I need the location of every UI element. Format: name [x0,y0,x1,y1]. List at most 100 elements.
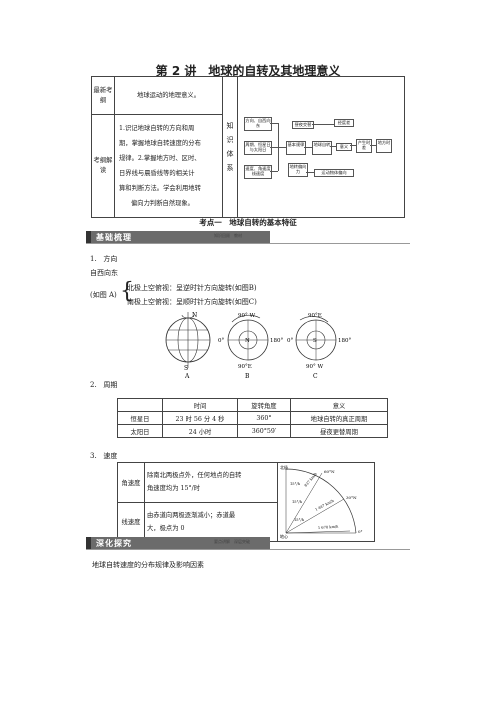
knowledge-char-2: 识 [226,136,234,144]
latest-text: 地球运动的地理意义。 [137,91,200,99]
speed-fig-center: 地心 [280,533,288,539]
kaogang-label-cell: 考纲解读 [91,114,115,218]
kaogang-line: 偏向力判断自然现象。 [131,200,194,208]
speed-fig-0: 0° [358,529,363,534]
speed-fig-v2: 1 447 km/h [315,498,336,511]
banner-basics-label: 基础梳理 [96,233,132,242]
table-row: 太阳日 24 小时 360°59′ 昼夜更替周期 [117,424,388,438]
period-header-row: 时间 旋转角度 意义 [117,398,388,412]
sec1-prefix: (如图 A) [90,291,117,299]
kaogang-line: 规律。2.掌握地方时、区时、 [119,155,201,163]
banner-basics-sub: 知识回顾 教材 [214,233,242,238]
fig-c-left: 0° [287,338,293,344]
latest-text-cell: 地球运动的地理意义。 [114,75,223,116]
outline-table: 最新考纲 地球运动的地理意义。 知 识 体 系 方向、自西向东 周期、恒星日与太… [91,75,405,218]
sec3-num: 3. [90,452,97,460]
fig-b-center: N [245,338,250,344]
fig-c-label: C [313,373,318,380]
sec1-line1: 自西向东 [90,269,118,277]
kaodian-title: 考点一 地球自转的基本特征 [199,218,297,227]
fig-b-label: B [245,373,250,380]
period-cell: 360°59′ [237,424,291,438]
sec1-num: 1. [90,255,97,263]
kaogang-line: 期，掌握地球自转速度的分布 [119,140,201,148]
kaogang-line: 1.识记地球自转的方向和周 [119,125,195,133]
sec2-num: 2. [90,381,97,389]
speed-fig-v3: 1 670 km/h [318,525,339,530]
brace: { [120,279,134,304]
mindmap-node-deflection: 运动物体偏向 [314,169,354,177]
kaogang-text: 1.识记地球自转的方向和周 期，掌握地球自转速度的分布 规律。2.掌握地方时、区… [119,121,222,211]
period-header [117,398,163,412]
rotation-figures: N S A 90° W 0° 180° 90°E N B 90°E 0° 180… [165,312,351,380]
mindmap-node-direction: 方向、自西向东 [244,117,272,131]
fig-b-top: 90° W [238,313,255,319]
speed-figure-cell: 北极 地心 60°N 30°N 0° 15°/h 15°/h 15°/h 837… [277,462,375,542]
mindmap-node-speed: 速度、角速度线速度 [244,165,272,179]
period-cell: 恒星日 [117,411,163,425]
mindmap-node-timediff: 产生时差 [356,139,372,153]
knowledge-char-1: 知 [226,122,234,130]
mindmap-node-meaning: 意义 [336,143,352,151]
angular-text-2: 角速度均为 15°/时 [147,485,201,493]
fig-b-bottom: 90°E [238,364,252,370]
period-cell: 太阳日 [117,424,163,438]
banner-deep-label: 深化探究 [96,539,132,548]
sec2-heading: 2. 周期 [90,380,117,390]
fig-a-n: N [192,312,197,319]
banner-deep: 深化探究 [86,537,270,549]
knowledge-char-3: 体 [226,150,234,158]
fig-a-s: S [184,365,188,372]
sec1-north: 北极上空俯视：呈逆时针方向旋转(如图B) [127,284,257,292]
linear-text-cell: 由赤道向两极逐渐减小；赤道最 大，极点为 0 [144,501,278,542]
angular-text-1: 除南北两极点外，任何地点的自转 [147,472,242,480]
period-table: 时间 旋转角度 意义 恒星日 23 时 56 分 4 秒 360° 地球自转的真… [117,398,388,438]
kaogang-label: 考纲解读 [93,157,113,175]
sec3-heading: 3. 速度 [90,451,117,461]
banner-basics: 基础梳理 [86,231,270,243]
fig-b-left: 0° [218,338,224,344]
table-row: 恒星日 23 时 56 分 4 秒 360° 地球自转的真正周期 [117,411,388,425]
angular-text-cell: 除南北两极点外，任何地点的自转 角速度均为 15°/时 [144,462,278,503]
period-header: 旋转角度 [237,398,291,412]
mindmap-node-localtime: 地方时 [376,139,392,153]
banner-deep-sub: 要点讲解 深层突破 [214,539,250,544]
speed-table: 角速度 除南北两极点外，任何地点的自转 角速度均为 15°/时 北极 地心 60… [117,462,375,542]
latest-label-cell: 最新考纲 [91,75,115,116]
sec2-label: 周期 [103,381,118,389]
kaogang-line: 算和判断方法。学会利用地转 [119,185,201,193]
speed-fig-v1: 837 km/h [304,471,319,487]
period-cell: 23 时 56 分 4 秒 [162,411,238,425]
speed-fig-pole: 北极 [280,464,288,470]
fig-c-right: 180° [338,338,351,344]
mindmap-node-rotation: 地球自转 [312,141,332,155]
kaogang-line: 日界线与晨昏线等的相关计 [119,170,195,178]
sec1-south: 南极上空俯视：呈顺时针方向旋转(如图C) [127,298,257,306]
linear-text-2: 大，极点为 0 [147,524,185,532]
mindmap: 方向、自西向东 周期、恒星日与太阳日 速度、角速度线速度 基本规律 地球自转 昼… [238,77,402,217]
period-cell: 24 小时 [162,424,238,438]
knowledge-label-cell: 知 识 体 系 [222,76,238,218]
latest-label: 最新考纲 [93,86,113,104]
speed-figure: 北极 地心 60°N 30°N 0° 15°/h 15°/h 15°/h 837… [280,464,363,539]
speed-fig-30n: 30°N [346,495,357,500]
sec1-label: 方向 [103,255,118,263]
page-title: 第 2 讲 地球的自转及其地理意义 [155,64,341,78]
figure-c-south-view: 90°E 0° 180° 90° W S C [287,313,351,380]
period-header: 时间 [162,398,238,412]
mindmap-node-coriolis: 地转偏向力 [288,163,308,177]
period-cell: 地球自转的真正周期 [290,411,388,425]
figure-a-globe: N S A [165,312,211,380]
sec1-heading: 1. 方向 [90,254,117,264]
sec3-label: 速度 [103,452,118,460]
figure-b-north-view: 90° W 0° 180° 90°E N B [218,313,283,380]
mindmap-node-longitude: 经度差 [334,119,354,127]
fig-a-label: A [184,373,190,380]
linear-text-1: 由赤道向两极逐渐减小；赤道最 [147,511,236,519]
knowledge-char-4: 系 [226,164,234,172]
mindmap-cell: 方向、自西向东 周期、恒星日与太阳日 速度、角速度线速度 基本规律 地球自转 昼… [237,76,405,218]
angular-label: 角速度 [117,462,145,503]
period-header: 意义 [290,398,388,412]
tail-text: 地球自转速度的分布规律及影响因素 [92,561,204,569]
period-cell: 昼夜更替周期 [290,424,388,438]
